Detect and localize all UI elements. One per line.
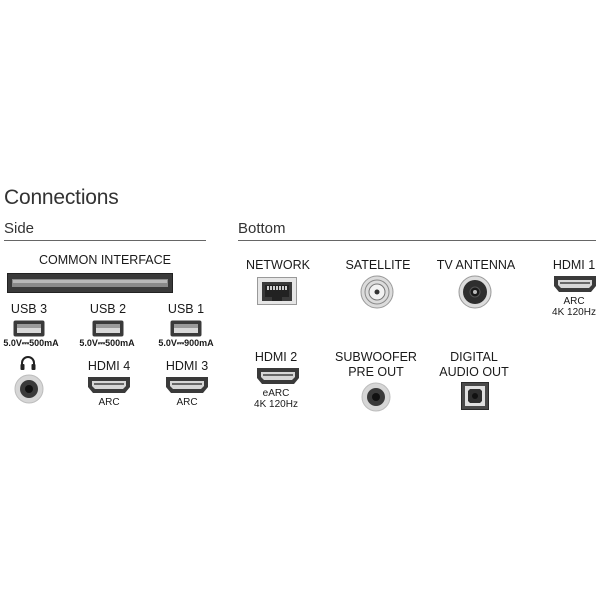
hdmi1-port-icon	[553, 275, 597, 293]
page-title: Connections	[4, 186, 119, 209]
hdmi4-label: HDMI 4	[87, 359, 131, 373]
usb1-power-rating: 5.0V⎓900mA	[158, 338, 214, 348]
digital-audio-label-1: DIGITAL	[450, 350, 498, 364]
section-side-title: Side	[4, 220, 35, 237]
hdmi2-label: HDMI 2	[254, 350, 298, 364]
hdmi1-sub-label-1: ARC	[563, 296, 585, 307]
headphone-jack-icon	[14, 374, 44, 404]
ci-slot-icon	[7, 273, 173, 293]
hdmi2-sub-label-2: 4K 120Hz	[254, 399, 298, 410]
common-interface-label: COMMON INTERFACE	[39, 253, 171, 267]
usb3-power-rating: 5.0V⎓500mA	[3, 338, 59, 348]
satellite-label: SATELLITE	[345, 258, 411, 272]
hdmi4-sub-label: ARC	[98, 397, 120, 408]
usb2-power-rating: 5.0V⎓500mA	[79, 338, 135, 348]
antenna-connector-icon	[458, 275, 492, 309]
usb2-port-icon	[92, 320, 124, 337]
subwoofer-label-2: PRE OUT	[348, 365, 404, 379]
hdmi3-port-icon	[165, 376, 209, 394]
usb2-label: USB 2	[89, 302, 127, 316]
hdmi1-sub-label-2: 4K 120Hz	[552, 307, 596, 318]
hdmi2-sub-label-1: eARC	[262, 388, 290, 399]
satellite-connector-icon	[360, 275, 394, 309]
hdmi1-label: HDMI 1	[552, 258, 596, 272]
usb3-port-icon	[13, 320, 45, 337]
bottom-divider	[238, 240, 596, 241]
hdmi4-port-icon	[87, 376, 131, 394]
network-label: NETWORK	[246, 258, 310, 272]
side-divider	[4, 240, 206, 241]
headphone-icon	[20, 356, 36, 370]
tv-antenna-label: TV ANTENNA	[436, 258, 516, 272]
ethernet-port-icon	[257, 277, 297, 305]
usb1-port-icon	[170, 320, 202, 337]
digital-audio-label-2: AUDIO OUT	[439, 365, 509, 379]
section-bottom-title: Bottom	[238, 220, 286, 237]
usb3-label: USB 3	[10, 302, 48, 316]
hdmi2-port-icon	[256, 367, 300, 385]
subwoofer-jack-icon	[361, 382, 391, 412]
hdmi3-sub-label: ARC	[176, 397, 198, 408]
optical-port-icon	[461, 382, 489, 410]
subwoofer-label-1: SUBWOOFER	[335, 350, 417, 364]
usb1-label: USB 1	[167, 302, 205, 316]
hdmi3-label: HDMI 3	[165, 359, 209, 373]
